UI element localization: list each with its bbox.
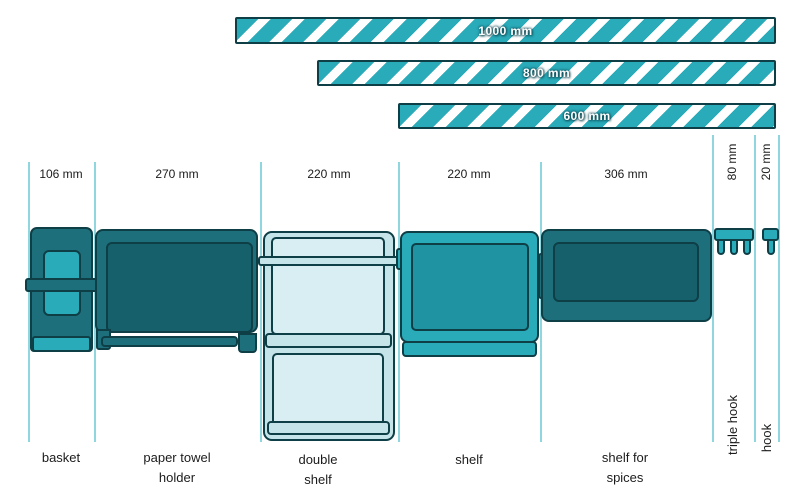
dimension-label-shelf-for-spices: 306 mm bbox=[604, 167, 648, 181]
paper-towel-holder-graphic bbox=[95, 229, 260, 354]
shelf-bottom-lip bbox=[402, 341, 537, 357]
dimension-label-triple-hook: 80 mm bbox=[725, 143, 739, 181]
item-label-shelf-for-spices: shelf for spices bbox=[555, 448, 695, 487]
dimension-label-shelf: 220 mm bbox=[447, 167, 491, 181]
rail-800mm-label: 800 mm bbox=[522, 66, 571, 80]
paper-towel-holder-bottom-bar bbox=[101, 336, 238, 347]
rail-1000mm-label: 1000 mm bbox=[478, 23, 533, 38]
item-label-triple-hook: triple hook bbox=[725, 395, 740, 455]
shelf-graphic bbox=[396, 231, 542, 358]
hook-graphic bbox=[762, 228, 779, 262]
hook-prong bbox=[767, 239, 775, 255]
item-label-hook: hook bbox=[759, 423, 774, 453]
label-line: double bbox=[298, 452, 338, 467]
triple-hook-graphic bbox=[714, 228, 754, 262]
triple-hook-prong bbox=[743, 239, 751, 255]
double-shelf-rail-bar bbox=[258, 256, 400, 266]
guide-line bbox=[28, 162, 30, 442]
label-line: spices bbox=[606, 469, 644, 485]
double-shelf-middle-lip bbox=[265, 333, 392, 348]
triple-hook-prong bbox=[717, 239, 725, 255]
label-line: paper towel bbox=[143, 450, 211, 465]
guide-line bbox=[260, 162, 262, 442]
dimension-label-paper-towel-holder: 270 mm bbox=[155, 167, 199, 181]
spice-shelf-inner-panel bbox=[553, 242, 699, 302]
label-line: shelf for bbox=[601, 450, 649, 465]
dimension-label-hook: 20 mm bbox=[759, 143, 773, 181]
item-label-paper-towel-holder: paper towel holder bbox=[104, 448, 250, 487]
label-line: holder bbox=[158, 469, 196, 485]
item-label-shelf: shelf bbox=[398, 450, 540, 470]
label-line: basket bbox=[41, 450, 81, 465]
item-label-double-shelf: double shelf bbox=[268, 450, 368, 489]
shelf-inner-panel bbox=[411, 243, 529, 331]
rail-1000mm: 1000 mm bbox=[235, 17, 776, 44]
dimension-label-double-shelf: 220 mm bbox=[307, 167, 351, 181]
label-line: shelf bbox=[455, 452, 483, 467]
label-line: shelf bbox=[304, 471, 332, 487]
rail-600mm: 600 mm bbox=[398, 103, 776, 129]
guide-line bbox=[712, 135, 714, 442]
rail-600mm-label: 600 mm bbox=[563, 109, 611, 123]
item-label-basket: basket bbox=[28, 448, 94, 468]
double-shelf-graphic bbox=[258, 231, 403, 442]
basket-rail-bar bbox=[25, 278, 98, 292]
guide-line bbox=[398, 162, 400, 442]
basket-bottom-band bbox=[32, 336, 91, 352]
double-shelf-bottom-lip bbox=[267, 421, 390, 435]
basket-graphic bbox=[25, 227, 100, 353]
paper-towel-holder-right-foot bbox=[238, 333, 257, 353]
guide-line bbox=[754, 135, 756, 442]
triple-hook-prong bbox=[730, 239, 738, 255]
guide-line bbox=[778, 135, 780, 442]
shelf-for-spices-graphic bbox=[538, 229, 714, 323]
double-shelf-bottom-compartment bbox=[272, 353, 384, 427]
rail-800mm: 800 mm bbox=[317, 60, 776, 86]
double-shelf-top-compartment bbox=[271, 237, 385, 335]
paper-towel-roll bbox=[106, 242, 253, 333]
dimension-label-basket: 106 mm bbox=[39, 167, 83, 181]
